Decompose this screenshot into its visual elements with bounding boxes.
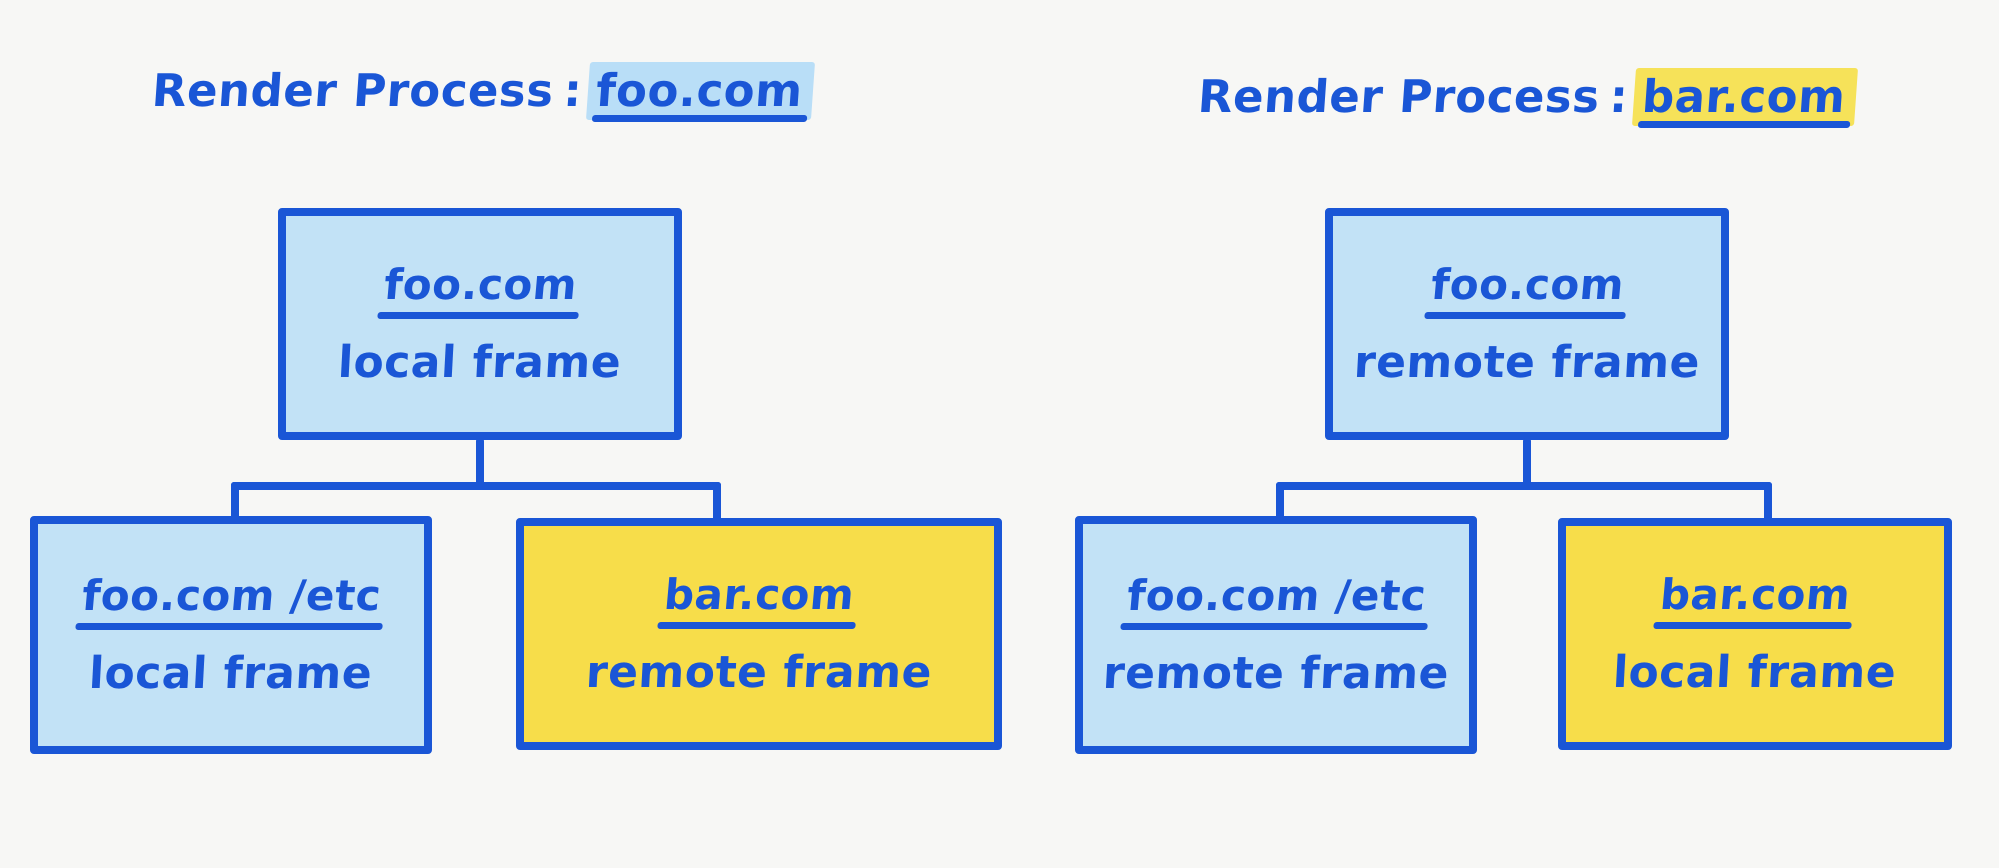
connector-bar-foo: [231, 482, 721, 490]
frame-origin: foo.com: [1423, 260, 1626, 319]
panel-heading-bar: Render Process:bar.com: [1196, 68, 1858, 128]
frame-origin-underline: [657, 622, 856, 629]
frame-origin: foo.com /etc: [1119, 571, 1428, 630]
connector-drop-right-foo: [713, 482, 721, 522]
heading-separator-bar: :: [1607, 70, 1631, 123]
frame-origin: foo.com /etc: [74, 571, 383, 630]
render-process-panel-foo: Render Process:foo.com foo.com local fra…: [30, 62, 1002, 754]
frame-origin-underline: [1653, 622, 1852, 629]
heading-origin-bar: bar.com: [1632, 68, 1858, 128]
heading-underline-bar: [1637, 121, 1850, 128]
heading-origin-text-foo: foo.com: [594, 64, 805, 117]
heading-underline-foo: [591, 115, 807, 122]
frame-node-bar-child-right: bar.com local frame: [1558, 518, 1952, 750]
heading-separator-foo: :: [561, 64, 585, 117]
frame-origin: bar.com: [1653, 570, 1853, 629]
panel-heading-foo: Render Process:foo.com: [150, 62, 815, 122]
connector-drop-right-bar: [1764, 482, 1772, 522]
heading-label-bar: Render Process: [1196, 70, 1602, 123]
connector-bar-bar: [1276, 482, 1772, 490]
frame-origin-text: foo.com /etc: [1124, 571, 1428, 620]
frame-origin-underline: [1119, 623, 1428, 630]
frame-origin-underline: [376, 312, 579, 319]
frame-origin-text: foo.com: [381, 260, 579, 309]
frame-origin-text: bar.com: [662, 570, 857, 619]
frame-node-foo-child-right: bar.com remote frame: [516, 518, 1002, 750]
frame-origin-underline: [74, 623, 383, 630]
heading-label-foo: Render Process: [150, 64, 556, 117]
frame-kind: local frame: [88, 648, 374, 699]
frame-node-bar-root: foo.com remote frame: [1325, 208, 1729, 440]
connector-drop-left-bar: [1276, 482, 1284, 520]
connector-drop-left-foo: [231, 482, 239, 520]
frame-origin-text: foo.com /etc: [79, 571, 383, 620]
frame-kind: local frame: [337, 337, 623, 388]
connector-stem-bar: [1523, 438, 1531, 486]
frame-origin-underline: [1423, 312, 1626, 319]
heading-origin-text-bar: bar.com: [1640, 70, 1848, 123]
frame-kind: remote frame: [1352, 337, 1702, 388]
frame-origin-text: bar.com: [1658, 570, 1853, 619]
frame-kind: remote frame: [584, 647, 934, 698]
frame-origin-text: foo.com: [1428, 260, 1626, 309]
frame-node-foo-child-left: foo.com /etc local frame: [30, 516, 432, 754]
frame-node-foo-root: foo.com local frame: [278, 208, 682, 440]
heading-origin-foo: foo.com: [586, 62, 815, 122]
frame-node-bar-child-left: foo.com /etc remote frame: [1075, 516, 1477, 754]
connector-stem-foo: [476, 438, 484, 486]
frame-kind: remote frame: [1101, 648, 1451, 699]
frame-origin: bar.com: [657, 570, 857, 629]
frame-kind: local frame: [1612, 647, 1898, 698]
frame-origin: foo.com: [376, 260, 579, 319]
